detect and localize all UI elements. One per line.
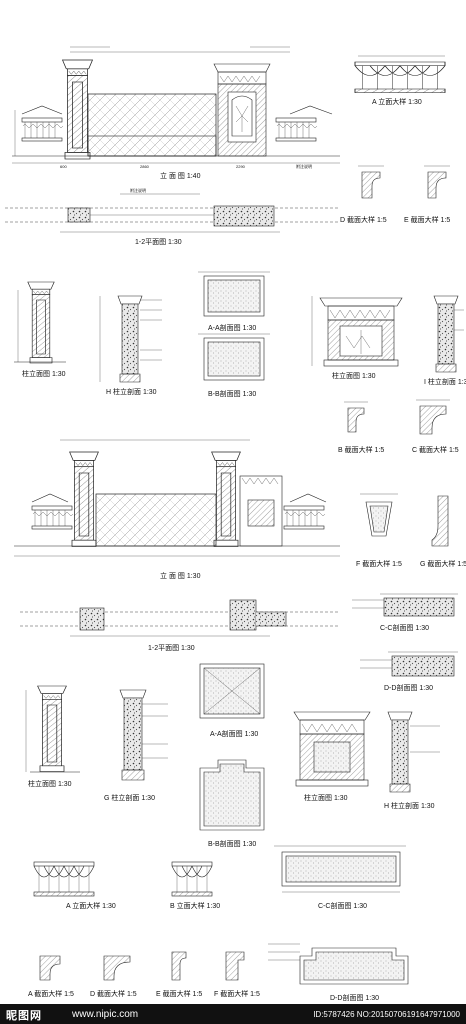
svg-text:2290: 2290 <box>236 164 246 169</box>
svg-text:2860: 2860 <box>140 164 150 169</box>
svg-text:附注说明: 附注说明 <box>296 163 312 169</box>
caption: 1-2平面图 1:30 <box>148 644 195 652</box>
caption: H 柱立剖面 1:30 <box>384 801 435 810</box>
svg-text:附注说明: 附注说明 <box>130 187 146 193</box>
caption: C-C剖面图 1:30 <box>318 901 367 910</box>
detail-b-bottom <box>171 861 213 897</box>
plan-1: 附注说明 <box>5 187 340 233</box>
elevation-1: 600 2860 2290 附注说明 <box>12 46 340 169</box>
pillar-elevation-3 <box>25 685 80 773</box>
plan-2 <box>20 599 340 637</box>
caption: B-B剖面图 1:30 <box>208 389 256 398</box>
caption: D-D剖面图 1:30 <box>330 993 379 1002</box>
caption: G 截面大样 1:5 <box>420 559 466 568</box>
caption: D 截面大样 1:5 <box>90 989 137 998</box>
caption: G 柱立剖面 1:30 <box>104 793 155 802</box>
pillar-section-g <box>119 689 168 781</box>
caption: D-D剖面图 1:30 <box>384 683 433 692</box>
caption: 柱立面图 1:30 <box>28 779 72 788</box>
section-cc-2 <box>274 845 406 893</box>
caption: I 柱立剖面 1:30 <box>424 377 466 386</box>
caption: A 立面大样 1:30 <box>372 97 422 106</box>
pillar-section-h <box>99 295 162 383</box>
caption: 柱立面图 1:30 <box>332 371 376 380</box>
caption: E 截面大样 1:5 <box>404 215 450 224</box>
detail-a-bottom <box>33 861 95 897</box>
section-dd-1 <box>360 651 458 677</box>
caption: F 截面大样 1:5 <box>214 989 260 998</box>
caption: H 柱立剖面 1:30 <box>106 387 157 396</box>
section-aa-2 <box>199 663 265 719</box>
caption: F 截面大样 1:5 <box>356 559 402 568</box>
watermark-url[interactable]: www.nipic.com <box>72 1009 139 1020</box>
detail-d-e-top <box>358 165 450 199</box>
watermark-logo: 昵图网 <box>6 1010 42 1022</box>
detail-d-profile <box>103 955 131 981</box>
caption: D 截面大样 1:5 <box>340 215 387 224</box>
elevation-2 <box>14 439 340 557</box>
section-cc-1 <box>352 593 458 617</box>
caption: B 截面大样 1:5 <box>338 445 384 454</box>
section-dd-2 <box>268 943 409 985</box>
caption: C-C剖面图 1:30 <box>380 623 429 632</box>
detail-a-profile <box>39 955 61 981</box>
detail-b-c <box>344 399 450 435</box>
caption: 柱立面图 1:30 <box>22 369 66 378</box>
watermark-id: ID:5787426 NO:20150706191647971000 <box>313 1010 460 1019</box>
detail-f-g <box>360 493 449 547</box>
caption: A-A剖面图 1:30 <box>210 729 258 738</box>
caption: A-A剖面图 1:30 <box>208 323 256 332</box>
svg-text:600: 600 <box>60 164 67 169</box>
caption: B 立面大样 1:30 <box>170 901 220 910</box>
detail-f-profile <box>225 951 245 981</box>
section-aa-1 <box>198 271 270 317</box>
caption: 立 面 图 1:30 <box>160 571 201 580</box>
section-bb-2 <box>199 759 265 831</box>
caption: 立 面 图 1:40 <box>160 171 201 180</box>
pillar-section-i <box>433 295 464 373</box>
caption: 1-2平面图 1:30 <box>135 238 182 246</box>
detail-a-top <box>354 55 446 94</box>
pillar-elevation-1 <box>14 281 66 364</box>
caption: B-B剖面图 1:30 <box>208 839 256 848</box>
watermark-bar: 昵图网 www.nipic.com ID:5787426 NO:20150706… <box>0 1004 466 1024</box>
pillar-elevation-4 <box>293 711 371 787</box>
detail-e-profile <box>171 951 187 981</box>
caption: A 立面大样 1:30 <box>66 901 116 910</box>
caption: 柱立面图 1:30 <box>304 793 348 802</box>
pillar-elevation-2 <box>311 296 403 367</box>
section-bb-1 <box>198 333 270 381</box>
caption: E 截面大样 1:5 <box>156 989 202 998</box>
caption: C 截面大样 1:5 <box>412 445 459 454</box>
caption: A 截面大样 1:5 <box>28 989 74 998</box>
pillar-section-h-2 <box>387 711 440 793</box>
